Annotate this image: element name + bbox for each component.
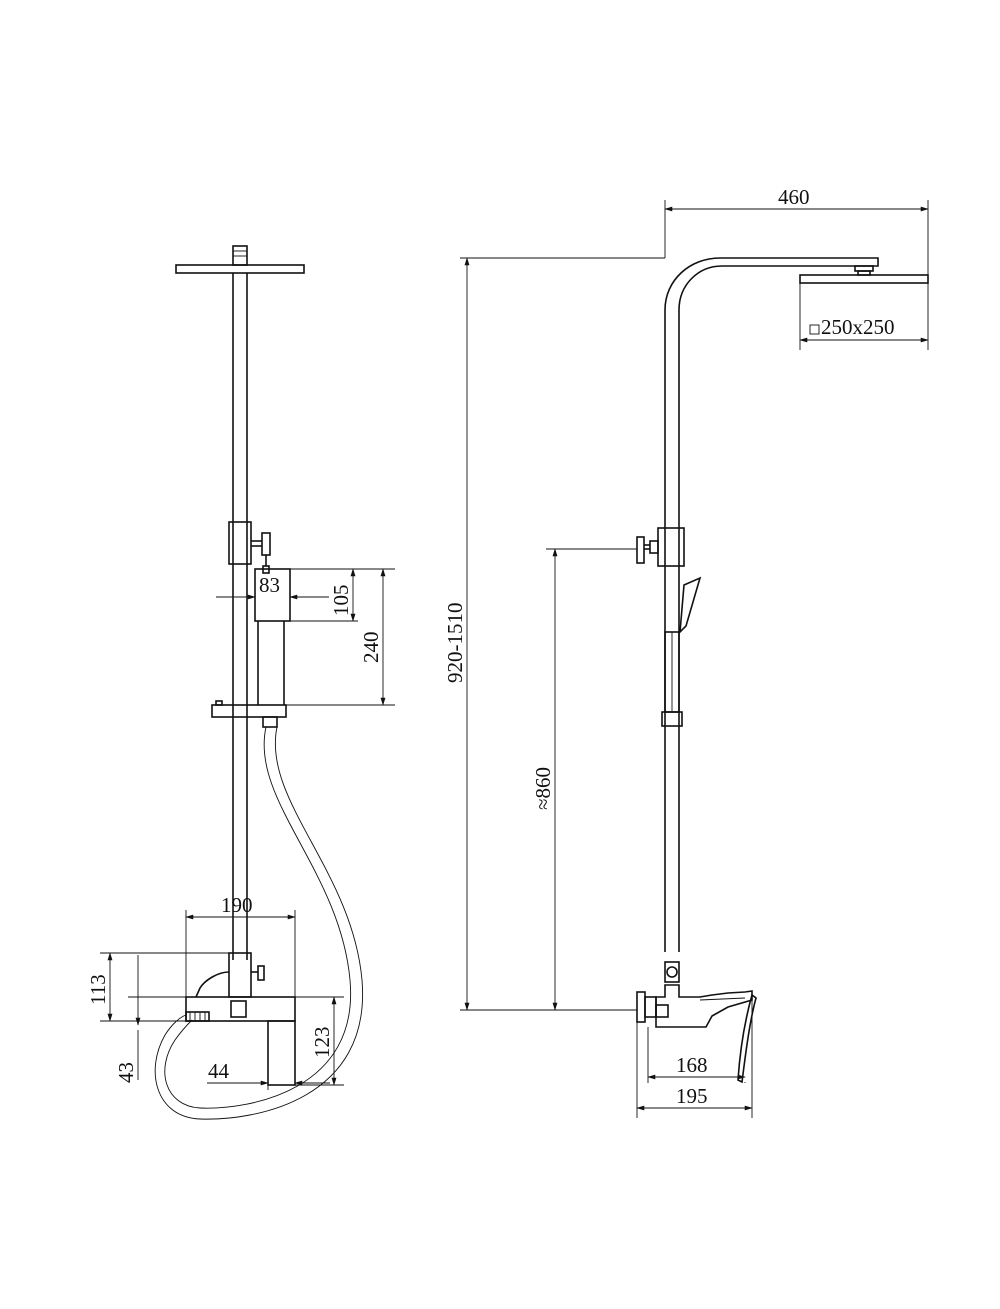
dim-head-reach: 460 bbox=[778, 185, 810, 209]
dim-mixer-projection: 195 bbox=[676, 1084, 708, 1108]
side-riser-arm bbox=[664, 257, 879, 952]
dim-holder-width: 83 bbox=[259, 573, 280, 597]
side-view bbox=[636, 257, 929, 1084]
front-dimensions: 83 105 240 190 113 43 123 44 bbox=[86, 568, 395, 1090]
side-hand-shower bbox=[679, 576, 702, 635]
dim-mixer-height: 113 bbox=[86, 974, 110, 1005]
dim-spout-width: 44 bbox=[208, 1059, 230, 1083]
front-shower-hose bbox=[164, 726, 352, 1109]
side-spout bbox=[737, 993, 757, 1084]
front-spout bbox=[267, 1020, 296, 1086]
side-mixer-body bbox=[636, 991, 646, 1023]
dim-slider-spacing: 240 bbox=[359, 632, 383, 664]
side-diverter-block bbox=[657, 527, 685, 567]
front-shower-head bbox=[175, 264, 305, 274]
dim-head-size: 250x250 bbox=[821, 315, 895, 339]
dim-mixer-width: 190 bbox=[221, 893, 253, 917]
side-dimensions: 460 250x250 920-1510 ≈860 168 195 bbox=[443, 185, 929, 1118]
front-diverter-block bbox=[228, 521, 252, 565]
dim-holder-depth: 105 bbox=[329, 585, 353, 617]
dim-spout-projection: 168 bbox=[676, 1053, 708, 1077]
dim-total-height: 920-1510 bbox=[443, 603, 467, 684]
front-head-connector bbox=[232, 245, 248, 266]
dim-mixer-low: 43 bbox=[114, 1062, 138, 1083]
side-control-knob bbox=[666, 966, 678, 978]
dim-spout-drop: 123 bbox=[310, 1027, 334, 1059]
dim-holder-height: ≈860 bbox=[531, 767, 555, 810]
front-slider-bar bbox=[211, 704, 287, 718]
